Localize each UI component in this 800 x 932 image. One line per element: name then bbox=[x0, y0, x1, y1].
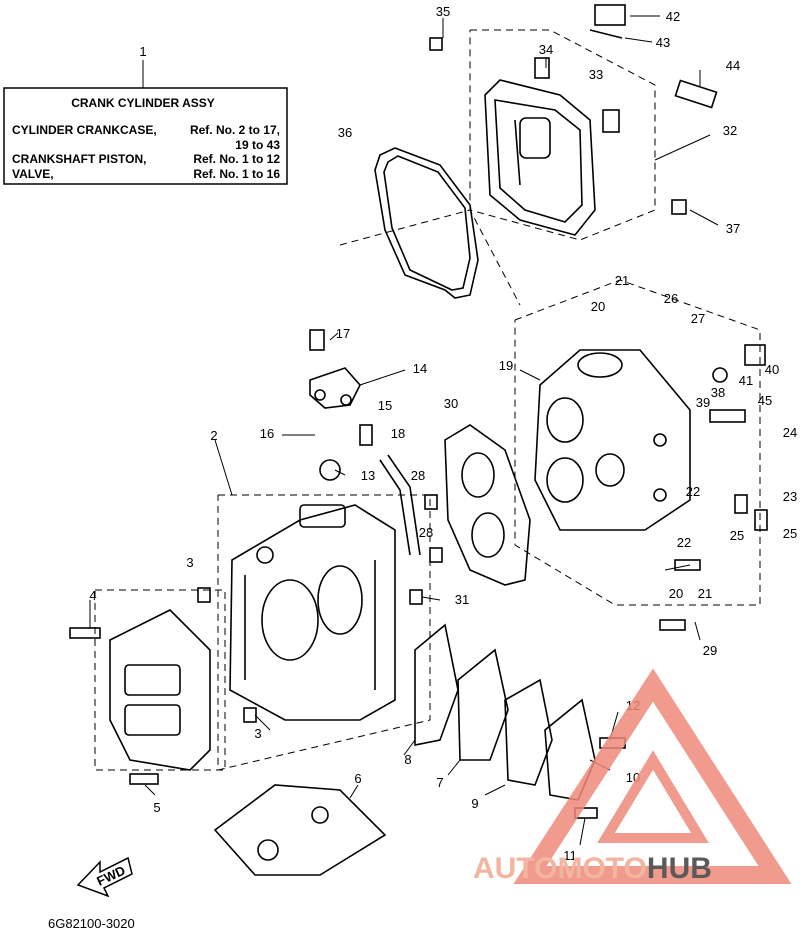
assembly-line-2-ref: 19 to 43 bbox=[235, 138, 280, 152]
cylinder-head-gasket bbox=[444, 424, 531, 586]
callout-9: 9 bbox=[471, 796, 478, 811]
bypass-hose bbox=[379, 454, 421, 556]
callout-38: 38 bbox=[711, 385, 725, 400]
callout-15: 15 bbox=[378, 398, 392, 413]
callout-36: 36 bbox=[338, 125, 352, 140]
callout-31: 31 bbox=[455, 592, 469, 607]
assembly-ref-number: 1 bbox=[139, 44, 146, 59]
callout-45: 45 bbox=[758, 393, 772, 408]
leader-lines bbox=[89, 15, 719, 846]
callout-19: 19 bbox=[499, 358, 513, 373]
callout-17: 17 bbox=[336, 326, 350, 341]
callout-numbers: 35 42 43 34 33 44 32 36 37 21 26 20 27 1… bbox=[89, 4, 797, 863]
cylinder-head bbox=[534, 349, 691, 531]
assembly-line-3-ref: Ref. No. 1 to 12 bbox=[193, 152, 280, 166]
crankcase-bottom-gasket bbox=[213, 784, 387, 876]
callout-22b: 22 bbox=[677, 535, 691, 550]
callout-8: 8 bbox=[404, 752, 411, 767]
watermark-text: AUTOMOTOHUB bbox=[473, 852, 712, 885]
callout-28b: 28 bbox=[419, 525, 433, 540]
small-parts bbox=[69, 4, 768, 819]
assembly-line-4-name: VALVE, bbox=[12, 167, 54, 181]
assembly-reference-box: 1 CRANK CYLINDER ASSY CYLINDER CRANKCASE… bbox=[3, 44, 288, 185]
callout-24: 24 bbox=[783, 425, 797, 440]
callout-42: 42 bbox=[666, 9, 680, 24]
watermark-logo-icon bbox=[513, 668, 792, 884]
fwd-arrow-icon: FWD bbox=[76, 856, 133, 898]
callout-4: 4 bbox=[89, 588, 96, 603]
callout-21: 21 bbox=[615, 273, 629, 288]
callout-26: 26 bbox=[664, 291, 678, 306]
cylinder-crankcase-block bbox=[229, 504, 396, 721]
callout-39: 39 bbox=[696, 395, 710, 410]
valve-cover bbox=[484, 79, 596, 236]
callout-27: 27 bbox=[691, 311, 705, 326]
callout-3b: 3 bbox=[254, 726, 261, 741]
exhaust-plates bbox=[414, 623, 596, 801]
assembly-line-1-name: CYLINDER CRANKCASE, bbox=[12, 123, 157, 137]
callout-25a: 25 bbox=[783, 526, 797, 541]
callout-40: 40 bbox=[765, 362, 779, 377]
valve-cover-gasket bbox=[374, 147, 479, 299]
callout-16: 16 bbox=[260, 426, 274, 441]
callout-43: 43 bbox=[656, 35, 670, 50]
callout-7: 7 bbox=[436, 775, 443, 790]
callout-20: 20 bbox=[591, 299, 605, 314]
callout-44: 44 bbox=[726, 58, 740, 73]
assembly-line-1-ref: Ref. No. 2 to 17, bbox=[190, 123, 280, 137]
crankcase-end-cover bbox=[109, 609, 211, 771]
callout-6: 6 bbox=[354, 771, 361, 786]
callout-25b: 25 bbox=[730, 528, 744, 543]
callout-22a: 22 bbox=[686, 484, 700, 499]
callout-5: 5 bbox=[153, 800, 160, 815]
callout-32: 32 bbox=[723, 123, 737, 138]
callout-37: 37 bbox=[726, 221, 740, 236]
callout-2: 2 bbox=[210, 428, 217, 443]
callout-20b: 20 bbox=[669, 586, 683, 601]
diagram-code: 6G82100-3020 bbox=[48, 916, 135, 931]
callout-11: 11 bbox=[563, 848, 577, 863]
assembly-title: CRANK CYLINDER ASSY bbox=[71, 96, 215, 110]
watermark-text-a: AUTOMOTO bbox=[473, 852, 647, 885]
callout-28a: 28 bbox=[411, 468, 425, 483]
callout-30: 30 bbox=[444, 396, 458, 411]
assembly-line-3-name: CRANKSHAFT PISTON, bbox=[12, 152, 146, 166]
watermark-text-b: HUB bbox=[647, 852, 712, 885]
callout-35: 35 bbox=[436, 4, 450, 19]
callout-3a: 3 bbox=[186, 555, 193, 570]
callout-14: 14 bbox=[413, 361, 427, 376]
callout-34: 34 bbox=[539, 42, 553, 57]
callout-13: 13 bbox=[361, 468, 375, 483]
assembly-line-4-ref: Ref. No. 1 to 16 bbox=[193, 167, 280, 181]
callout-41: 41 bbox=[739, 373, 753, 388]
callout-23: 23 bbox=[783, 489, 797, 504]
callout-33: 33 bbox=[589, 67, 603, 82]
thermostat-cover bbox=[309, 367, 361, 409]
callout-21b: 21 bbox=[698, 586, 712, 601]
callout-18: 18 bbox=[391, 426, 405, 441]
callout-29: 29 bbox=[703, 643, 717, 658]
